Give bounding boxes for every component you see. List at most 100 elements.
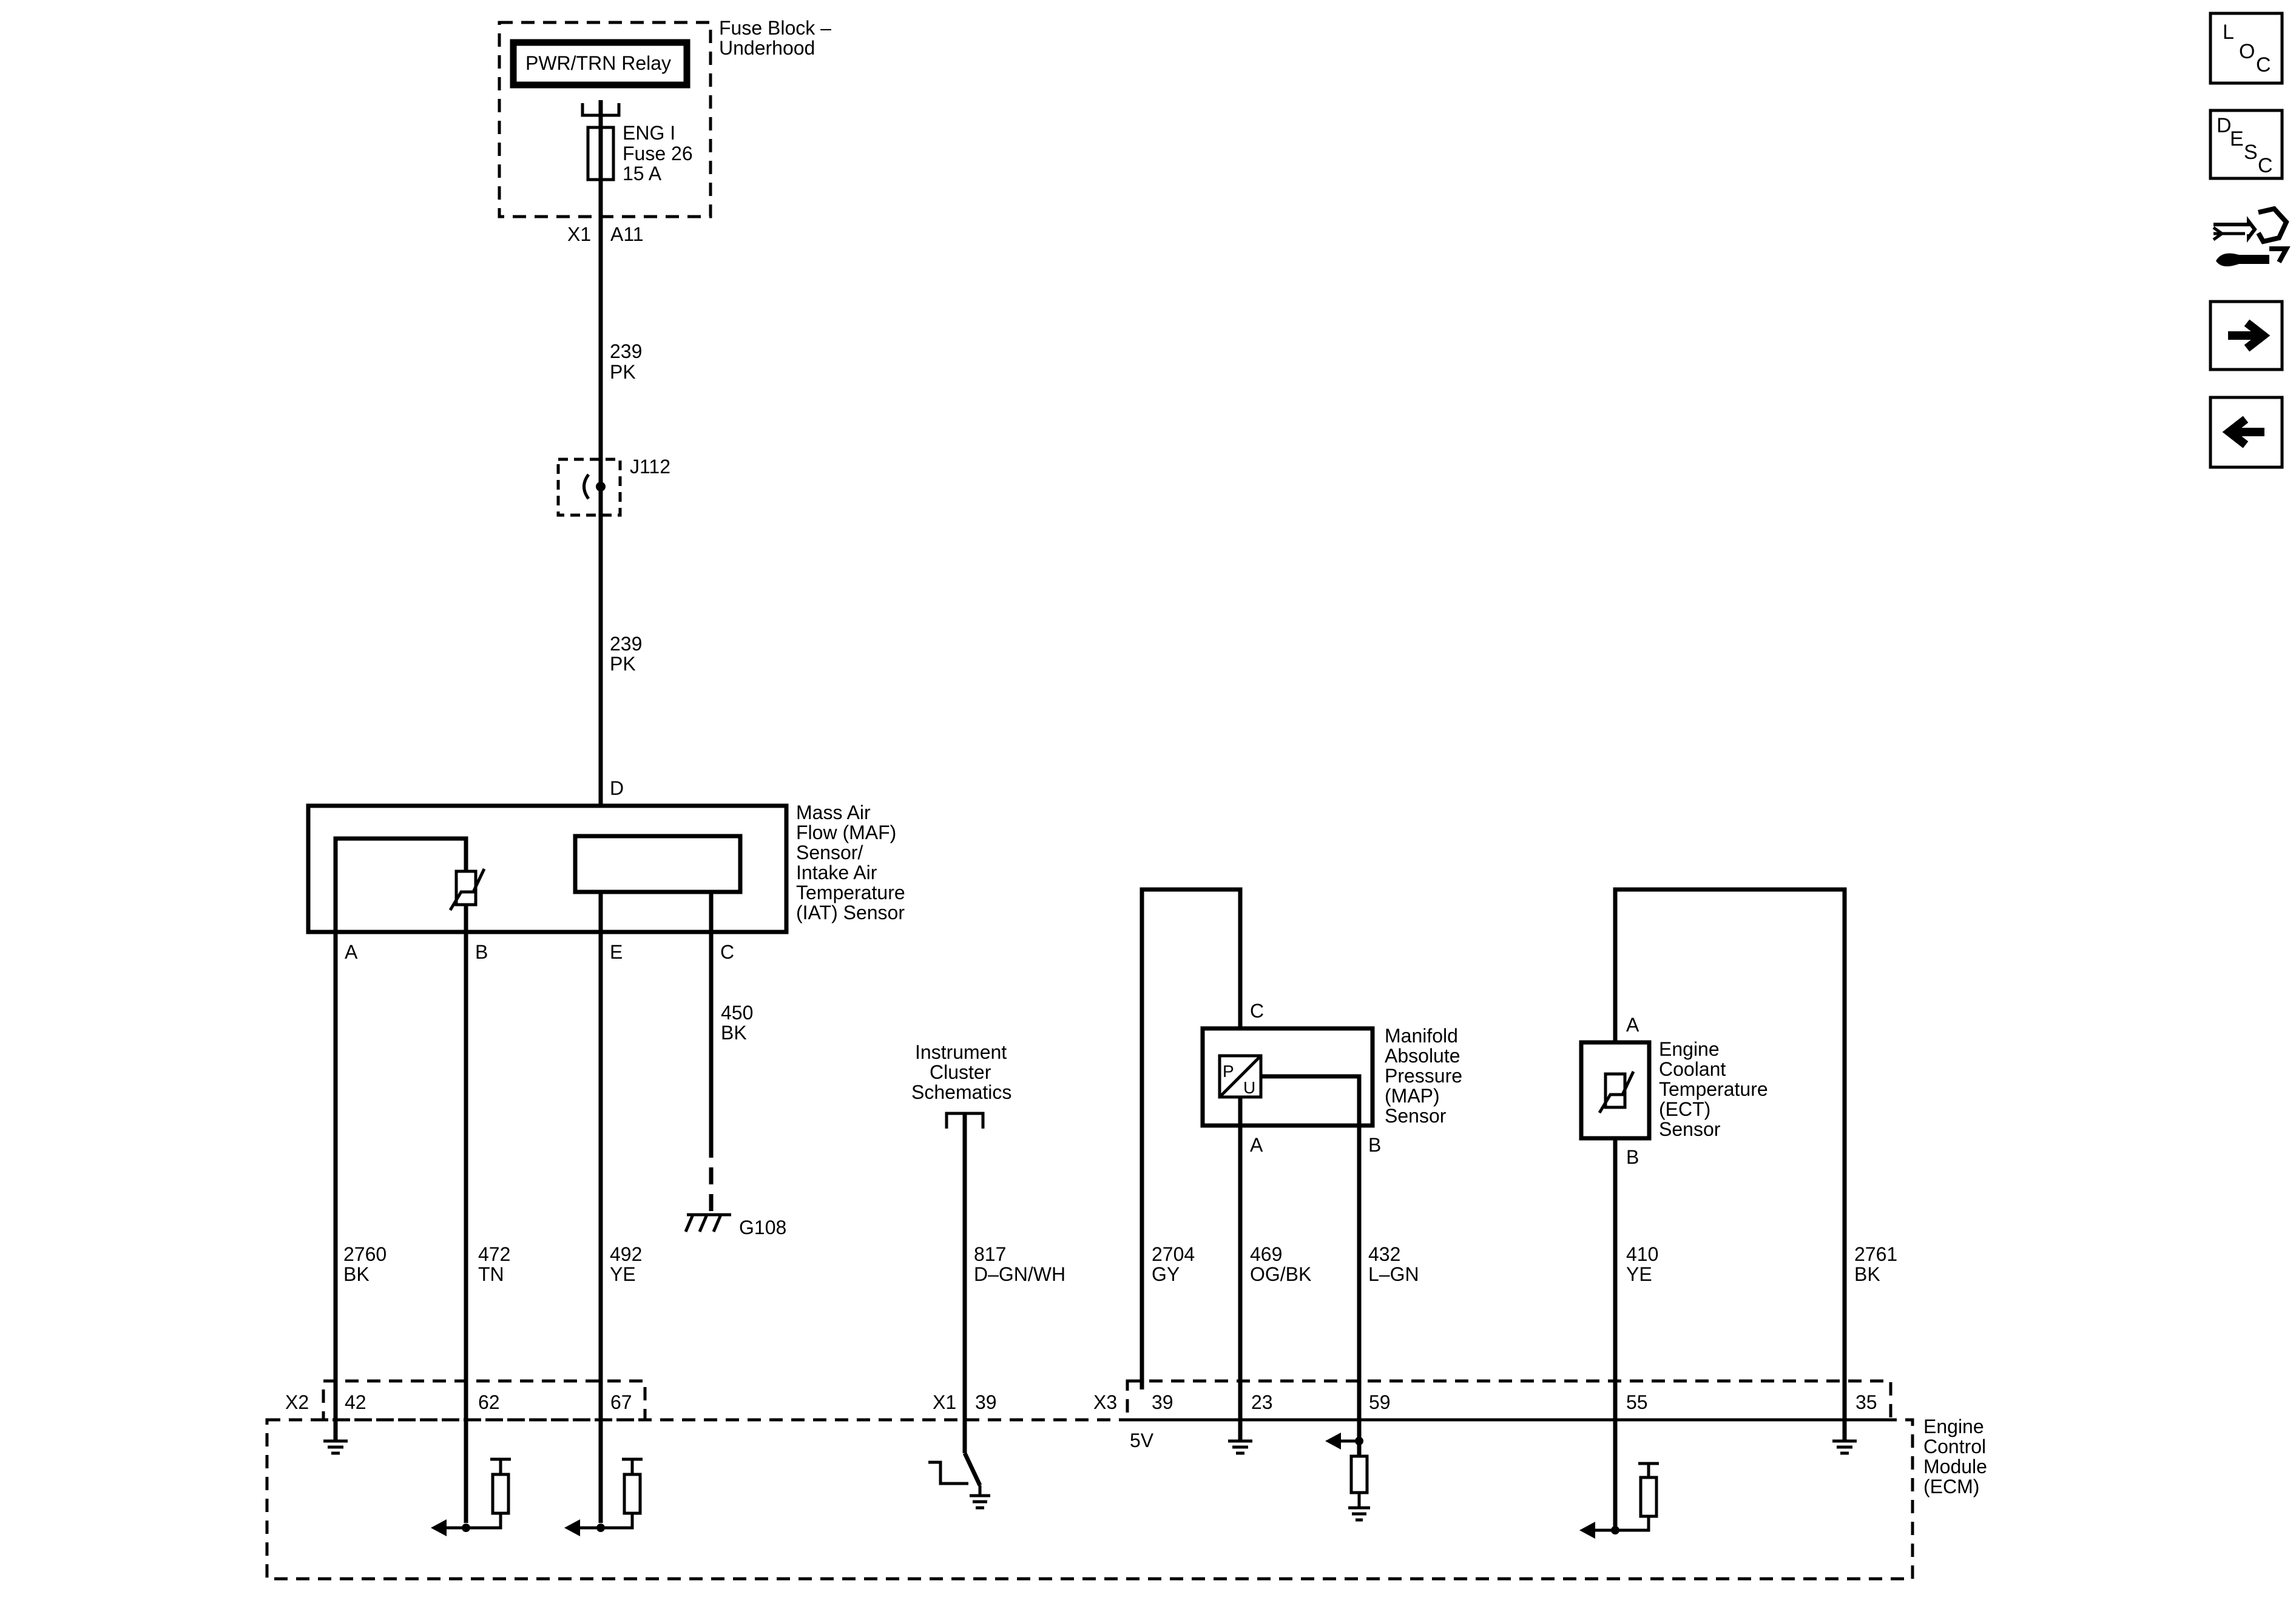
maf-pin-b: B [475,941,488,963]
ecm-pullup-62 [431,1457,511,1536]
map-label-2: Absolute [1385,1045,1460,1067]
nav-loc-button[interactable]: L O C [2209,12,2284,85]
map-sensor: C P U Manifold Absolute Pressure (MAP) S… [1140,887,1462,1389]
loc-letter-o: O [2239,40,2255,63]
wire-239-color-upper: PK [610,361,636,383]
ect-label-1: Engine [1659,1038,1720,1060]
ect-label-3: Temperature [1659,1078,1768,1100]
loc-letter-l: L [2223,21,2234,44]
map-symbol-p: P [1223,1062,1234,1081]
desc-letter-c: C [2258,154,2273,177]
ecm-module: Engine Control Module (ECM) X2 X1 X3 42 … [265,1379,1987,1581]
maf-pin-c: C [720,941,734,963]
ecm-pin-62: 62 [478,1391,500,1413]
desc-icon [2209,109,2284,180]
wire-492-color: YE [610,1263,636,1285]
ecm-ground-icon [1228,1439,1252,1455]
maf-pin-e: E [610,941,623,963]
map-symbol-u: U [1243,1078,1255,1097]
fuse-connector-label: X1 [567,223,591,245]
instrument-cluster-label-1: Instrument [915,1041,1007,1063]
ecm-switch-39 [928,1452,990,1510]
wire-472-color: TN [478,1263,504,1285]
wire-432-color: L–GN [1368,1263,1419,1285]
maf-label-5: Temperature [796,882,905,903]
fuse-block-label-1: Fuse Block – [719,17,831,39]
map-label-1: Manifold [1385,1025,1458,1047]
connector-repair-icon [2212,206,2291,266]
ground-g108-icon [684,1213,731,1232]
ecm-ground-icon [323,1439,348,1455]
map-label-3: Pressure [1385,1065,1462,1087]
ecm-label-4: (ECM) [1923,1476,1979,1497]
wire-450-color: BK [721,1022,747,1044]
maf-label-3: Sensor/ [796,842,863,863]
next-page-button[interactable] [2209,300,2284,371]
instrument-cluster-label-2: Cluster [930,1061,991,1083]
wire-2704-color: GY [1152,1263,1180,1285]
wire-410-circuit: 410 [1626,1243,1658,1265]
wire-2760-color: BK [343,1263,370,1285]
ect-pin-b: B [1626,1146,1639,1168]
wire-2704-circuit: 2704 [1152,1243,1195,1265]
ect-label-4: (ECT) [1659,1098,1710,1120]
connector-repair-button[interactable] [2212,206,2291,266]
pwr-trn-relay-box [510,39,690,89]
maf-pin-d: D [610,777,624,799]
ecm-ground-icon [1832,1439,1857,1455]
map-pin-b: B [1368,1134,1381,1156]
ecm-pin-67: 67 [610,1391,632,1413]
fuse-label-2: Fuse 26 [623,143,693,164]
map-pin-c: C [1250,1000,1264,1022]
maf-label-1: Mass Air [796,802,871,823]
desc-letter-e: E [2230,127,2244,150]
wire-2760-circuit: 2760 [343,1243,387,1265]
wire-817-color: D–GN/WH [974,1263,1065,1285]
ecm-pin-59: 59 [1369,1391,1391,1413]
wire-labels: 2760 BK 472 TN 492 YE 817 D–GN/WH 2704 G… [343,1243,1897,1285]
wire-472-circuit: 472 [478,1243,510,1265]
wire-469-circuit: 469 [1250,1243,1282,1265]
fuse-pin-label: A11 [610,223,644,245]
ecm-label-3: Module [1923,1456,1987,1477]
fuse-block-label-2: Underhood [719,37,815,59]
nav-desc-button[interactable]: D E S C [2209,109,2284,180]
ecm-connector-x2: X2 [285,1391,309,1413]
ecm-5v-label: 5V [1130,1430,1154,1451]
ecm-pin-35: 35 [1855,1391,1877,1413]
fuse-label-3: 15 A [623,163,662,184]
ecm-connector-x3: X3 [1093,1391,1117,1413]
ect-label-5: Sensor [1659,1118,1721,1140]
ecm-pin-23: 23 [1251,1391,1273,1413]
loc-letter-c: C [2256,53,2271,76]
splice-j112: J112 [556,456,670,517]
instrument-cluster-label-3: Schematics [911,1081,1011,1103]
wire-492-circuit: 492 [610,1243,642,1265]
ect-sensor: A Engine Coolant Temperature (ECT) Senso… [1579,887,1847,1441]
wire-817-circuit: 817 [974,1243,1006,1265]
wire-432-circuit: 432 [1368,1243,1400,1265]
previous-page-button[interactable] [2209,396,2284,469]
wire-450-circuit: 450 [721,1002,753,1024]
wire-239-circuit-upper: 239 [610,340,642,362]
fuse-label-1: ENG I [623,122,675,144]
wire-2761-color: BK [1854,1263,1880,1285]
splice-label: J112 [630,456,670,478]
ecm-pin-39-x3: 39 [1152,1391,1173,1413]
map-label-5: Sensor [1385,1105,1447,1127]
maf-pin-a: A [345,941,358,963]
ecm-pin-55: 55 [1626,1391,1648,1413]
wire-469-color: OG/BK [1250,1263,1311,1285]
ect-pin-a: A [1626,1014,1639,1036]
maf-label-6: (IAT) Sensor [796,902,905,923]
wire-239-circuit-lower: 239 [610,633,642,655]
map-label-4: (MAP) [1385,1085,1440,1107]
ecm-label-1: Engine [1923,1416,1984,1437]
ecm-pullup-67 [564,1457,643,1536]
loc-icon [2209,12,2284,85]
maf-iat-sensor: D Mass Air Flow (MAF) Sensor/ Intake Air… [306,777,905,963]
ecm-pullup-55 [1579,1462,1659,1539]
map-pin-a: A [1250,1134,1263,1156]
ecm-pin-39-x1: 39 [975,1391,997,1413]
maf-label-2: Flow (MAF) [796,822,896,843]
